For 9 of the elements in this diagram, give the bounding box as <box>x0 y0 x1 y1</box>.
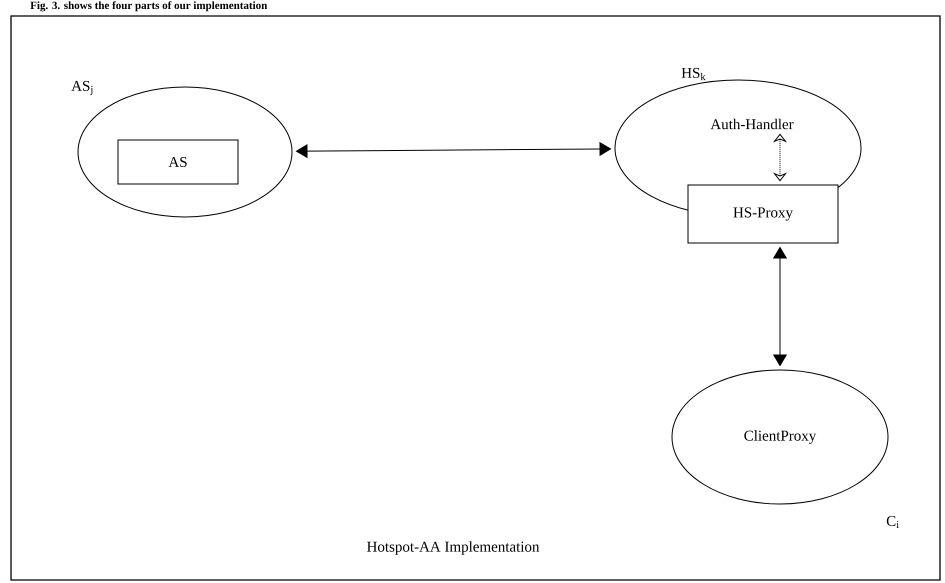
arrow <box>296 142 612 158</box>
ellipse-node: ClientProxy <box>672 370 888 504</box>
node-caption: C$_{i}$ <box>886 516 899 528</box>
process-box: AS <box>118 140 238 184</box>
caption: Hotspot-AA Implementation <box>367 541 540 555</box>
process-box: HS-Proxy <box>688 184 838 244</box>
component-label: Auth-Handler <box>710 118 794 130</box>
node-label: HS$_{k}$ <box>682 68 706 80</box>
heading-text: Fig. 3. shows the four parts of our implementation <box>30 1 268 12</box>
